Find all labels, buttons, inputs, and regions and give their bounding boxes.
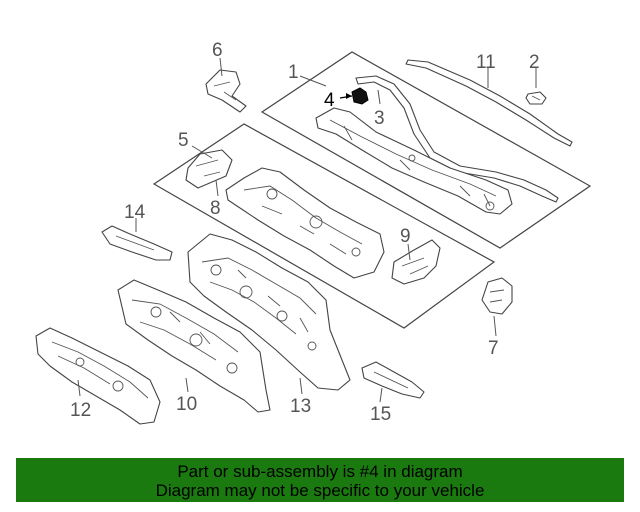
callout-14: 14 — [124, 202, 146, 223]
callout-13: 13 — [290, 396, 311, 417]
leader-lines — [77, 57, 537, 403]
part-8-dash-upper — [225, 167, 385, 279]
callout-10: 10 — [176, 394, 197, 415]
parts-diagram: 6 1 11 2 4 3 5 8 14 9 7 12 10 13 15 — [35, 40, 592, 425]
part-12-insulator — [35, 327, 161, 425]
part-9-bracket — [391, 239, 441, 285]
part-10-insulator — [117, 279, 271, 413]
part-2-clip — [525, 91, 547, 105]
callout-2: 2 — [529, 52, 540, 73]
part-4-clip — [339, 87, 369, 105]
part-7-bracket — [481, 277, 513, 315]
notice-line-2: Diagram may not be specific to your vehi… — [155, 481, 485, 500]
part-15-insulator — [361, 361, 425, 399]
part-14-insulator — [101, 225, 173, 261]
callout-5: 5 — [178, 130, 189, 151]
callout-9: 9 — [400, 226, 411, 247]
callout-8: 8 — [210, 198, 221, 219]
callout-6: 6 — [212, 40, 223, 61]
part-11-seal — [405, 59, 573, 147]
callout-11: 11 — [476, 52, 496, 73]
part-5-bracket — [185, 149, 233, 189]
part-3-strip — [355, 75, 559, 203]
callout-3: 3 — [374, 108, 385, 129]
callout-7: 7 — [488, 338, 499, 359]
callout-12: 12 — [70, 400, 91, 421]
notice-line-1: Part or sub-assembly is #4 in diagram — [177, 462, 463, 481]
notice-banner: Part or sub-assembly is #4 in diagram Di… — [16, 458, 624, 502]
part-1-cowl-panel — [315, 107, 513, 215]
callout-15: 15 — [370, 404, 391, 425]
callout-4: 4 — [324, 90, 335, 111]
part-13-dash-panel — [187, 233, 351, 391]
callout-1: 1 — [288, 62, 299, 83]
part-6-bracket — [205, 69, 247, 113]
